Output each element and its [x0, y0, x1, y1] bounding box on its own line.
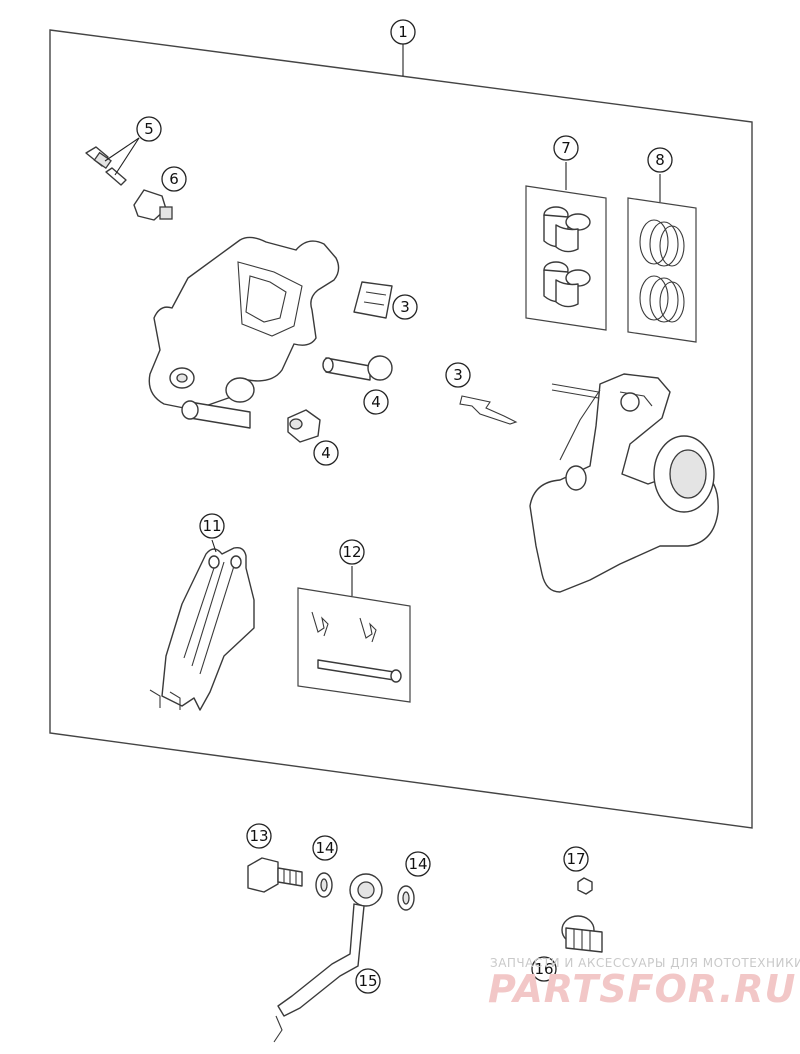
- bleed-plug: [577, 877, 593, 895]
- washer-right: [397, 885, 415, 911]
- callout-6-label: 6: [169, 170, 179, 188]
- callout-13-label: 13: [249, 827, 268, 845]
- slide-pin-boot: [287, 409, 321, 443]
- callout-1-label: 1: [398, 23, 408, 41]
- callout-15: 15: [355, 968, 381, 994]
- pad-spring-lower: [459, 395, 518, 425]
- watermark: ЗАПЧАСТИ И АКСЕССУАРЫ ДЛЯ МОТОТЕХНИКИ PA…: [488, 956, 800, 1011]
- callout-13: 13: [246, 823, 272, 849]
- seal-kit: [627, 197, 697, 343]
- callout-16: 16: [531, 956, 557, 982]
- piston-kit: [525, 185, 607, 331]
- callout-12-label: 12: [342, 543, 361, 561]
- bleeder-cap: [133, 189, 173, 221]
- slide-pin-long: [322, 355, 393, 381]
- callout-16-label: 16: [534, 960, 553, 978]
- callout-3-lower: 3: [445, 362, 471, 388]
- callout-14-right-label: 14: [408, 855, 427, 873]
- callout-14-left-label: 14: [315, 839, 334, 857]
- watermark-brand: PARTSFOR.RU: [488, 967, 796, 1011]
- watermark-tagline: ЗАПЧАСТИ И АКСЕССУАРЫ ДЛЯ МОТОТЕХНИКИ: [490, 956, 800, 970]
- bleeder-valve: [85, 137, 140, 186]
- pin-kit: [297, 587, 411, 703]
- pad-spring-upper: [353, 281, 393, 319]
- callout-15-label: 15: [358, 972, 377, 990]
- plug-screw: [561, 915, 603, 953]
- callout-3-upper: 3: [392, 294, 418, 320]
- callout-1: 1: [390, 19, 416, 45]
- callout-5: 5: [136, 116, 162, 142]
- caliper-housing: [529, 373, 719, 593]
- brake-line: [273, 873, 383, 1043]
- callout-12: 12: [339, 539, 365, 565]
- callout-11-label: 11: [202, 517, 221, 535]
- brake-pads: [149, 546, 255, 711]
- callout-7: 7: [553, 135, 579, 161]
- callout-5-label: 5: [144, 120, 154, 138]
- callout-3-upper-label: 3: [400, 298, 410, 316]
- callout-17-label: 17: [566, 850, 585, 868]
- callout-14-right: 14: [405, 851, 431, 877]
- callout-4-lower-label: 4: [321, 444, 331, 462]
- callout-6: 6: [161, 166, 187, 192]
- callout-17: 17: [563, 846, 589, 872]
- washer-left: [315, 872, 333, 898]
- callout-4-upper-label: 4: [371, 393, 381, 411]
- callout-4-lower: 4: [313, 440, 339, 466]
- caliper-bracket: [148, 236, 340, 429]
- callout-3-lower-label: 3: [453, 366, 463, 384]
- callout-14-left: 14: [312, 835, 338, 861]
- banjo-bolt: [247, 857, 303, 893]
- callout-8-label: 8: [655, 151, 665, 169]
- callout-11: 11: [199, 513, 225, 539]
- callout-7-label: 7: [561, 139, 571, 157]
- callout-4-upper: 4: [363, 389, 389, 415]
- callout-8: 8: [647, 147, 673, 173]
